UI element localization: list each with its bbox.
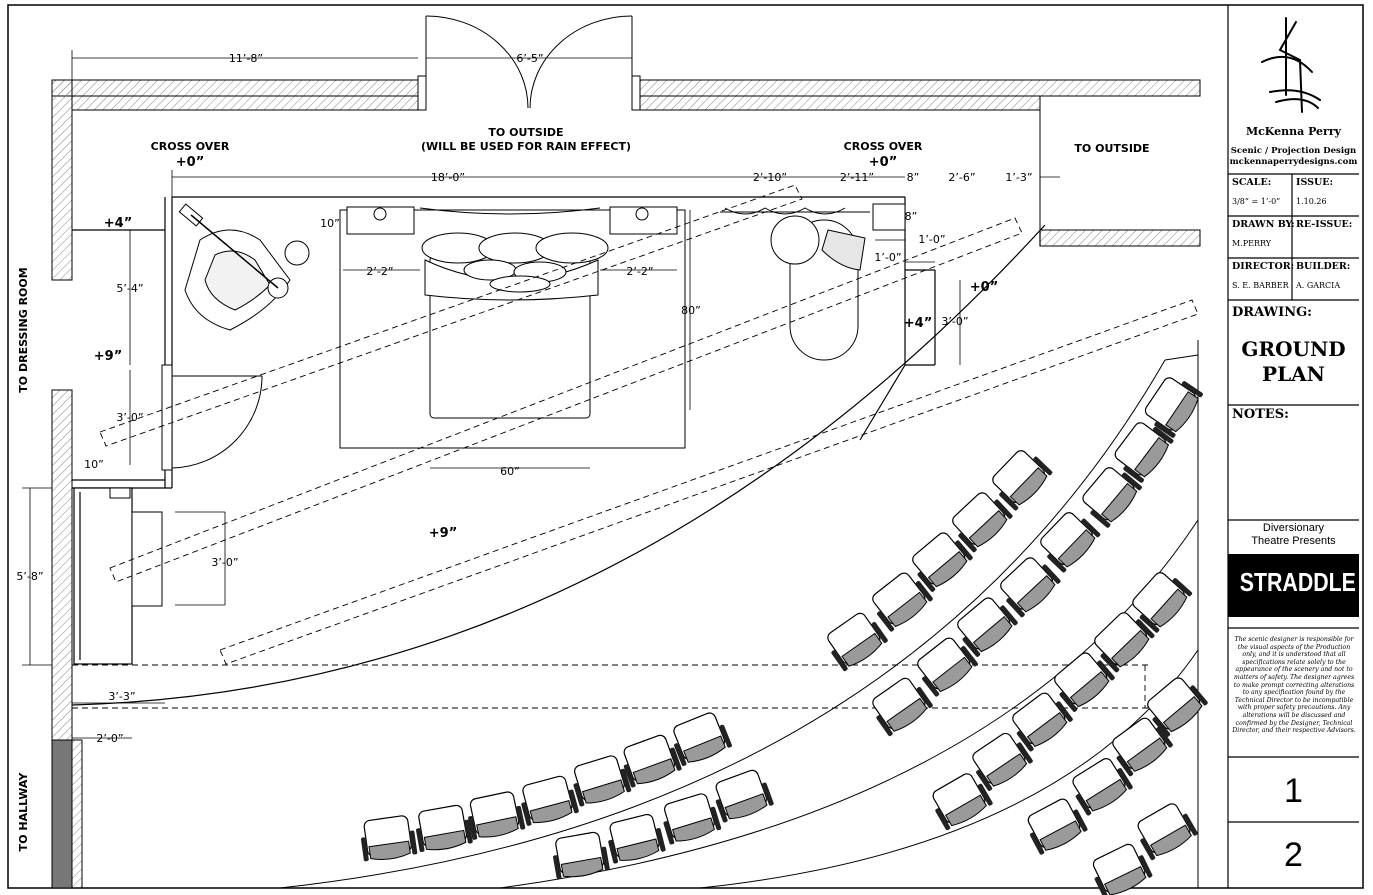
presenter-line1: Diversionary [1262,522,1325,534]
builder-value: A. GARCIA [1296,281,1341,290]
left-door-closet [109,364,263,607]
dim-3-0-door: 3’-0” [116,411,143,424]
label-to-dressing-room: TO DRESSING ROOM [17,267,30,392]
dim-2-2-right: 2’-2” [626,265,653,278]
label-cross-over-right: CROSS OVER [844,140,923,153]
drawn-by-value: M.PERRY [1232,239,1272,248]
dim-1-0-b: 1’-0” [918,233,945,246]
dim-80: 80” [681,304,701,317]
drawing-label: DRAWING: [1232,305,1312,320]
show-title-banner: STRADDLE [1228,554,1359,617]
label-height-plus9-left: +9” [94,349,122,364]
designer-name: McKenna Perry [1245,125,1342,138]
label-rain-effect: (WILL BE USED FOR RAIN EFFECT) [421,140,631,153]
label-cross-over-left-height: +0” [176,155,204,170]
label-height-plus4-right: +4” [904,316,932,331]
dim-2-11: 2’-11” [840,171,874,184]
dim-8-top: 8” [907,171,920,184]
dim-3-0-closet: 3’-0” [211,556,238,569]
dim-3-3: 3’-3” [108,690,135,703]
bed [339,206,686,449]
reissue-label: RE-ISSUE: [1296,219,1353,230]
disclaimer-notice: The scenic designer is responsible for t… [1232,636,1356,735]
scale-label: SCALE: [1232,177,1272,188]
title-block-frame [1227,5,1359,888]
dim-3-0-step: 3’-0” [941,315,968,328]
dim-2-0: 2’-0” [96,732,123,745]
issue-label: ISSUE: [1296,177,1333,188]
bathtub-area [720,203,906,361]
drawing-title-line2: PLAN [1262,362,1325,386]
presenter-line2: Theatre Presents [1251,535,1336,547]
designer-website: mckennaperrydesigns.com [1229,157,1358,167]
dim-2-10: 2’-10” [753,171,787,184]
director-label: DIRECTOR: [1232,261,1295,272]
dim-5-8: 5’-8” [16,570,43,583]
audience-seats [357,370,1210,895]
dim-1-0-a: 1’-0” [874,251,901,264]
drawing-title-line1: GROUND [1241,337,1346,361]
dim-2-6: 2’-6” [948,171,975,184]
label-height-plus0-right: +0” [970,280,998,295]
designer-signature-logo [1261,17,1321,113]
show-title: STRADDLE [1239,567,1356,597]
dim-2-2-left: 2’-2” [366,265,393,278]
issue-value: 1.10.26 [1296,197,1327,206]
designer-title: Scenic / Projection Design [1230,146,1357,156]
notes-label: NOTES: [1232,407,1289,422]
armchair [178,203,310,331]
label-to-outside-center: TO OUTSIDE [488,126,563,139]
drawn-by-label: DRAWN BY: [1232,219,1295,230]
sheet-number: 1 [1284,772,1303,810]
dimension-lines [22,50,1060,739]
sheet-total: 2 [1284,836,1303,874]
label-to-hallway: TO HALLWAY [17,772,30,852]
scale-value: 3/8” = 1’-0” [1232,197,1281,206]
dim-60: 60” [500,465,520,478]
walls [51,79,1201,889]
dim-18-0: 18’-0” [431,171,465,184]
dim-5-4: 5’-4” [116,282,143,295]
projection-lines [72,184,1199,709]
label-cross-over-right-height: +0” [869,155,897,170]
dim-8-side: 8” [905,210,918,223]
label-height-plus9-center: +9” [429,526,457,541]
label-height-plus4-left: +4” [104,216,132,231]
label-to-outside-right: TO OUTSIDE [1074,142,1149,155]
dim-11-8: 11’-8” [229,52,263,65]
label-cross-over-left: CROSS OVER [151,140,230,153]
builder-label: BUILDER: [1296,261,1351,272]
dim-10-top: 10” [320,217,340,230]
dim-10-door: 10” [84,458,104,471]
exterior-double-doors [417,15,641,111]
dim-1-3: 1’-3” [1005,171,1032,184]
director-value: S. E. BARBER [1232,281,1289,290]
sheet-border [7,4,1364,889]
dim-6-5: 6’-5” [516,52,543,65]
